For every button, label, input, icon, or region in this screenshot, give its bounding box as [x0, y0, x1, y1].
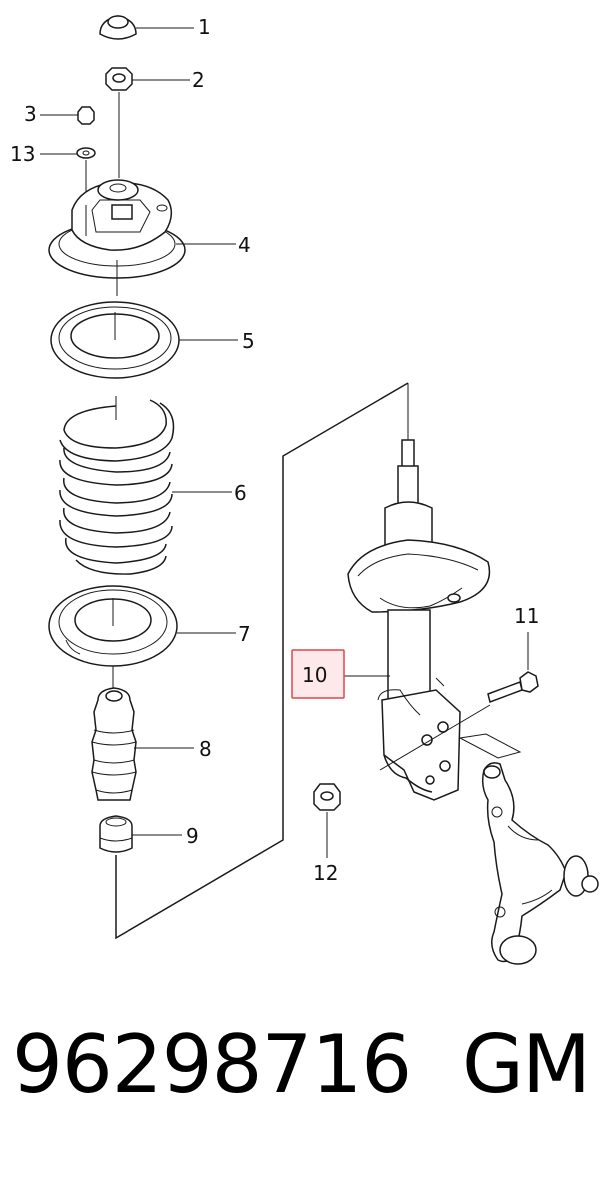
- part-number: 96298716: [12, 1018, 412, 1111]
- part-nut: [105, 67, 190, 178]
- callout-7: 7: [238, 622, 251, 646]
- callout-8: 8: [199, 737, 212, 761]
- callout-4: 4: [238, 233, 251, 257]
- brand-label: GM: [462, 1018, 591, 1111]
- part-knuckle: [458, 733, 599, 965]
- callout-11: 11: [514, 604, 539, 628]
- part-lower-seat: [48, 585, 236, 690]
- callout-1: 1: [198, 15, 211, 39]
- part-top-mount: [48, 179, 236, 296]
- part-coil-spring: [59, 396, 232, 575]
- callout-9: 9: [186, 824, 199, 848]
- part-strut: [347, 439, 491, 801]
- part-bolt: [379, 632, 539, 771]
- part-dust-boot: [91, 687, 194, 801]
- callout-5: 5: [242, 329, 255, 353]
- callout-10-highlight: [291, 649, 345, 699]
- part-small-nut: [40, 106, 95, 125]
- callout-6: 6: [234, 481, 247, 505]
- part-flange-nut: [313, 783, 341, 858]
- bracket-line: [115, 382, 409, 940]
- part-bump-stop: [99, 815, 182, 853]
- part-upper-seat: [50, 301, 238, 379]
- callout-12: 12: [313, 861, 338, 885]
- callout-10: 10: [302, 663, 327, 687]
- callout-2: 2: [192, 68, 205, 92]
- callout-3: 3: [24, 102, 37, 126]
- part-cap: [99, 15, 194, 40]
- callout-13: 13: [10, 142, 35, 166]
